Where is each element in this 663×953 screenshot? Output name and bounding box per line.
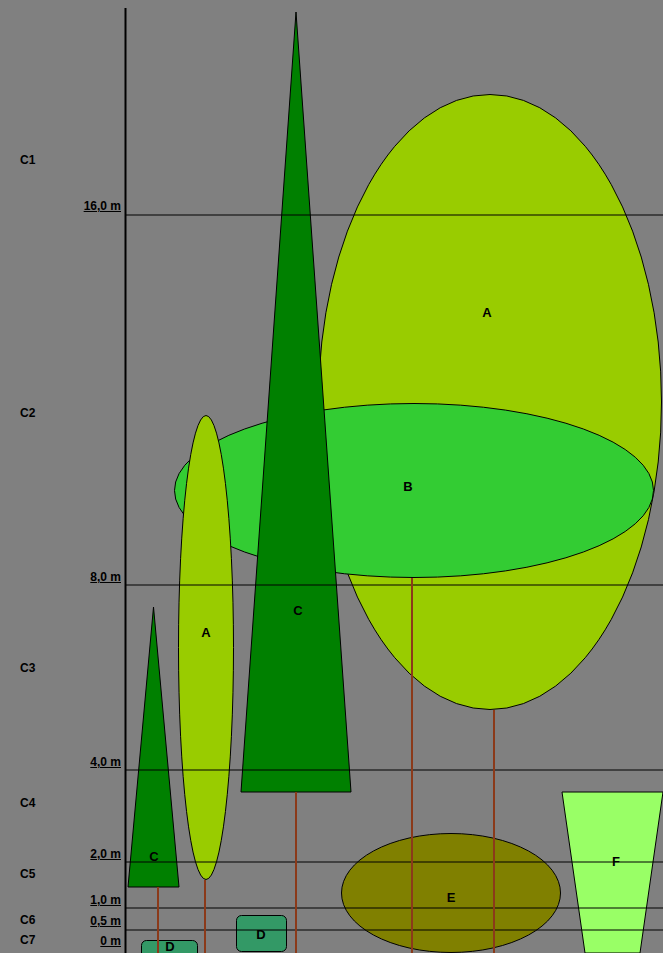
layer-name: C4 <box>20 797 35 809</box>
plant-shape: D <box>236 915 287 952</box>
height-mark: 2,0 m <box>90 848 121 860</box>
plant-shape: C <box>128 607 179 887</box>
height-mark: 0,5 m <box>90 915 121 927</box>
layer-name: C6 <box>20 914 35 926</box>
stratum-letter: B <box>403 480 412 493</box>
plant-outline <box>174 403 654 578</box>
stratum-letter: A <box>482 306 491 319</box>
stratum-letter: C <box>149 850 158 863</box>
plant-shape: B <box>174 403 654 578</box>
height-mark: 4,0 m <box>90 756 121 768</box>
plant-shape: F <box>562 792 663 953</box>
height-mark: 1,0 m <box>90 894 121 906</box>
height-mark: 16,0 m <box>84 200 121 212</box>
stratum-letter: C <box>293 604 302 617</box>
plant-shape: A <box>178 415 234 880</box>
height-mark: 8,0 m <box>90 571 121 583</box>
plant-outline <box>318 94 662 710</box>
layer-name: C7 <box>20 934 35 946</box>
layer-name: C3 <box>20 662 35 674</box>
stratum-letter: E <box>447 891 456 904</box>
plant-outline <box>178 415 234 880</box>
plant-shape: E <box>341 833 561 953</box>
plant-shape: C <box>241 12 351 792</box>
stratum-letter: A <box>201 626 210 639</box>
stratum-letter: D <box>165 940 174 953</box>
layer-name: C1 <box>20 154 35 166</box>
plant-outline <box>562 792 663 953</box>
stratum-letter: D <box>256 928 265 941</box>
height-mark: 0 m <box>100 935 121 947</box>
plant-outline <box>241 12 351 792</box>
plant-outline <box>128 607 179 887</box>
plant-shape: D <box>141 940 198 953</box>
plant-shape: A <box>318 94 662 710</box>
layer-name: C5 <box>20 868 35 880</box>
layer-name: C2 <box>20 407 35 419</box>
stratum-letter: F <box>612 855 620 868</box>
